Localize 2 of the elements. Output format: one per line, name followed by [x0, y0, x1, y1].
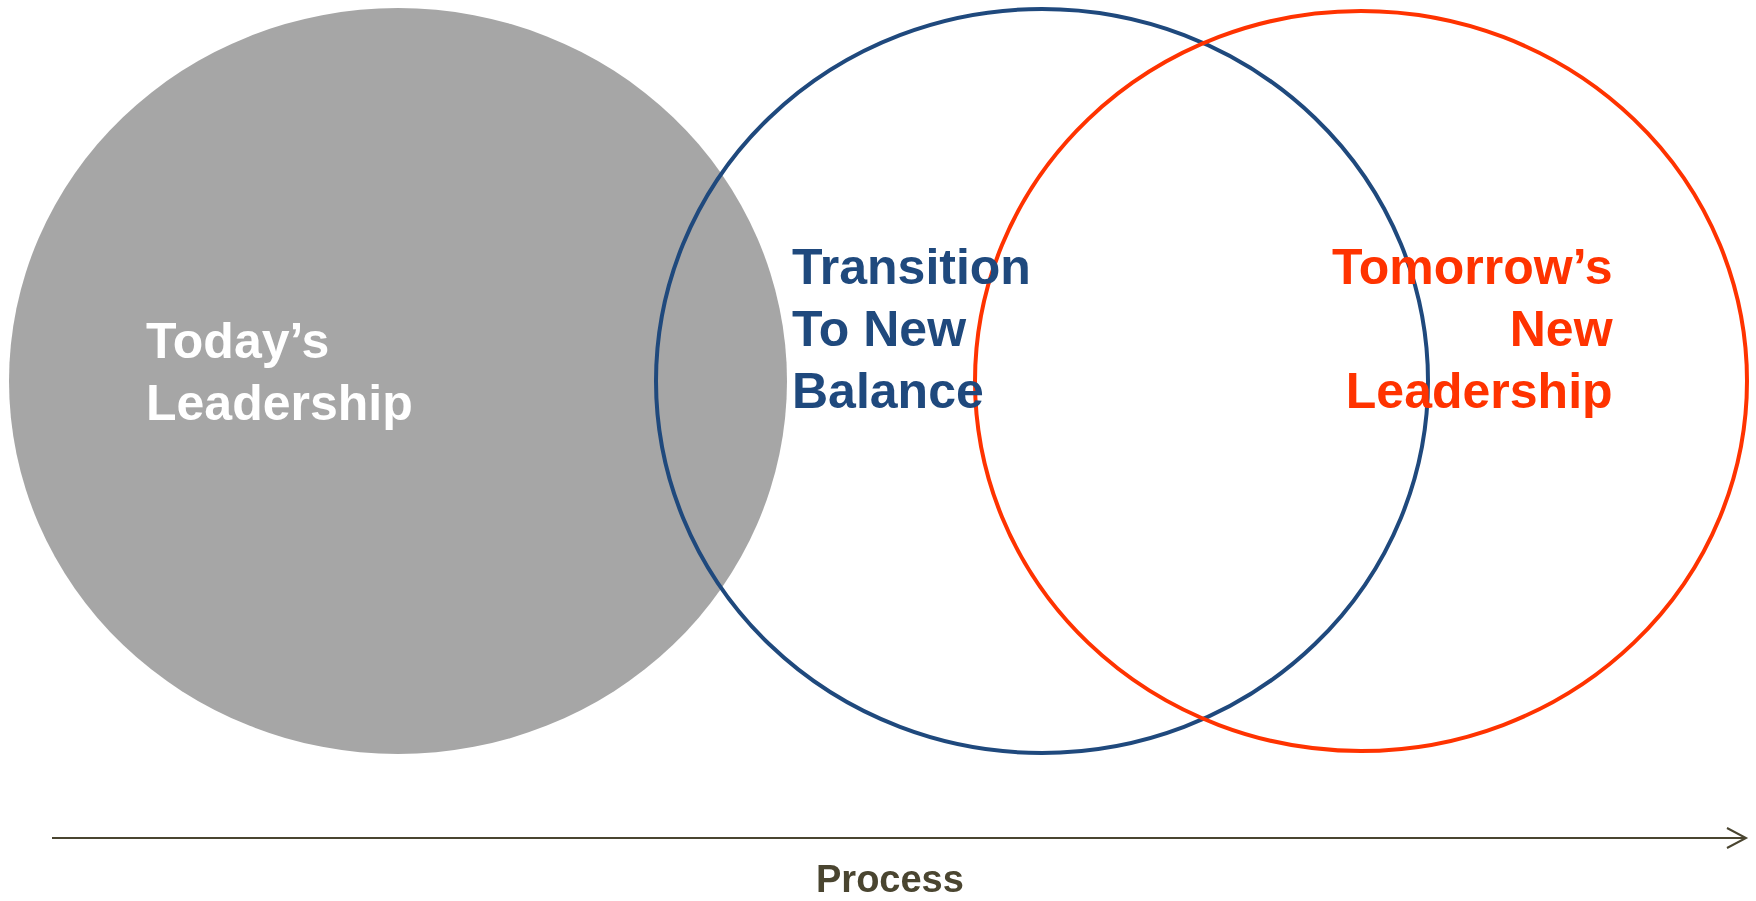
- ellipse-label: Today’s Leadership: [146, 312, 413, 433]
- axis-label: Process: [816, 858, 964, 901]
